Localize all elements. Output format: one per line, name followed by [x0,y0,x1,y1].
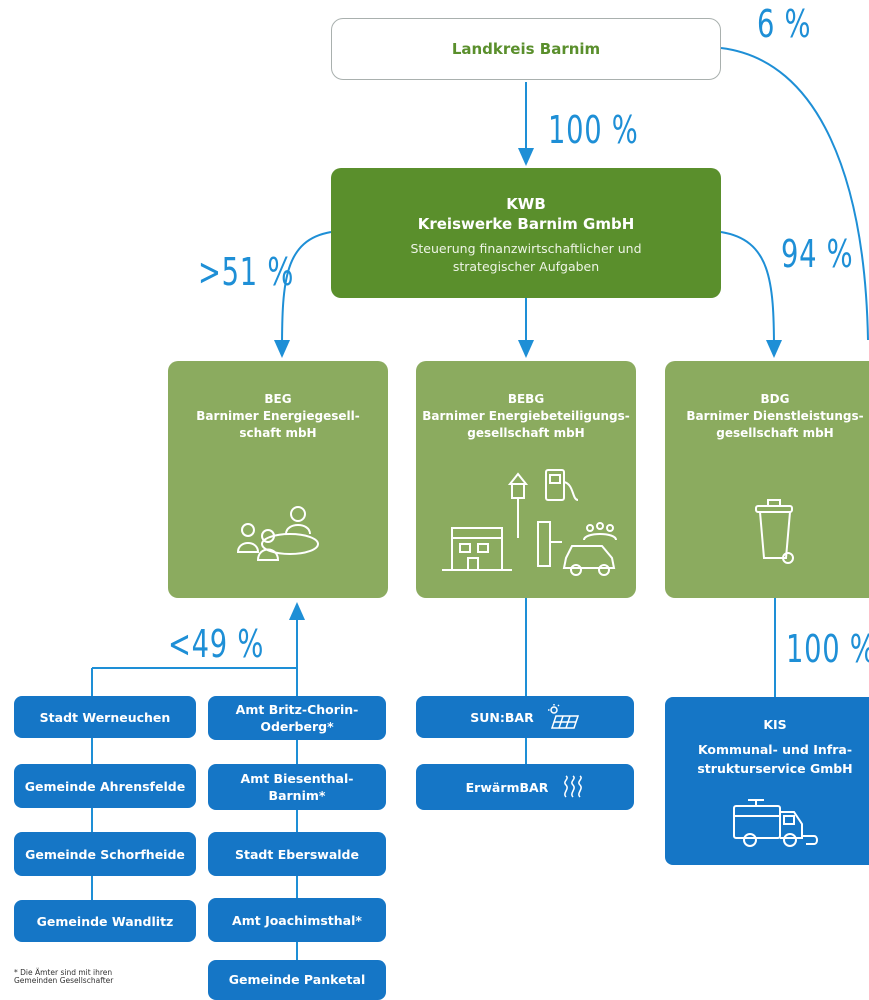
kwb-desc-line1: Steuerung finanzwirtschaftlicher und [410,241,642,256]
municipality-gemeinde-ahrensfelde: Gemeinde Ahrensfelde [14,764,196,808]
pct-bdg-to-kis: 100 % [786,627,869,671]
municipality-label: Amt Britz-Chorin- Oderberg* [235,702,359,734]
pct-kwb-to-beg: >51 % [198,250,295,294]
municipality-label: Amt Joachimsthal* [232,912,362,928]
municipality-label: Gemeinde Schorfheide [25,846,185,862]
municipality-gemeinde-panketal: Gemeinde Panketal [208,960,386,1000]
municipality-amt-joachimsthal: Amt Joachimsthal* [208,898,386,942]
kwb-name: Kreiswerke Barnim GmbH [417,215,635,233]
kwb-box: KWB Kreiswerke Barnim GmbH Steuerung fin… [331,168,721,298]
solar-panel-icon [547,704,579,729]
bebg-name: Barnimer Energiebeteiligungs- gesellscha… [422,409,630,440]
beg-abbr: BEG [264,392,292,406]
municipality-label: Gemeinde Wandlitz [36,913,174,929]
bebg-abbr: BEBG [507,392,545,406]
pct-kwb-to-bdg: 94 % [781,232,854,276]
waste-bin-icon [755,499,794,564]
beg-name: Barnimer Energiegesell- schaft mbH [196,409,360,440]
bdg-abbr: BDG [760,392,790,406]
kis-name-line1: Kommunal- und Infra- [697,742,853,757]
product-label: ErwärmBAR [465,779,549,795]
municipality-label: Gemeinde Panketal [228,972,366,987]
people-meeting-icon [236,506,319,561]
kwb-desc-line2: strategischer Aufgaben [452,259,600,274]
kis-name-line2: strukturservice GmbH [697,761,853,776]
footnote: * Die Ämter sind mit ihren Gemeinden Ges… [14,968,114,985]
municipality-label: Amt Biesenthal- Barnim* [240,771,354,803]
heat-waves-icon [564,775,583,798]
municipality-label: Stadt Eberswalde [235,846,359,862]
bdg-name: Barnimer Dienstleistungs- gesellschaft m… [686,409,864,440]
municipality-amt-biesenthal-barnim: Amt Biesenthal- Barnim* [208,764,386,810]
municipality-gemeinde-schorfheide: Gemeinde Schorfheide [14,832,196,876]
pct-top-to-kwb: 100 % [548,108,639,152]
landkreis-barnim-box: Landkreis Barnim [331,18,721,80]
landkreis-barnim-label: Landkreis Barnim [451,40,601,58]
product-erwaermbar: ErwärmBAR [416,764,634,810]
pct-top-right: 6 % [757,2,812,46]
municipality-label: Gemeinde Ahrensfelde [24,778,186,794]
municipality-gemeinde-wandlitz: Gemeinde Wandlitz [14,900,196,942]
municipality-stadt-werneuchen: Stadt Werneuchen [14,696,196,738]
energy-infrastructure-icon [442,469,617,576]
street-sweeper-icon [733,799,818,847]
pct-municipalities-to-beg: <49 % [168,622,265,666]
municipality-stadt-eberswalde: Stadt Eberswalde [208,832,386,876]
municipality-amt-britz-chorin-oderberg: Amt Britz-Chorin- Oderberg* [208,696,386,740]
kis-abbr: KIS [763,717,787,732]
kwb-abbr: KWB [506,195,546,213]
municipality-label: Stadt Werneuchen [39,709,171,725]
product-label: SUN:BAR [470,709,534,725]
product-sunbar: SUN:BAR [416,696,634,738]
